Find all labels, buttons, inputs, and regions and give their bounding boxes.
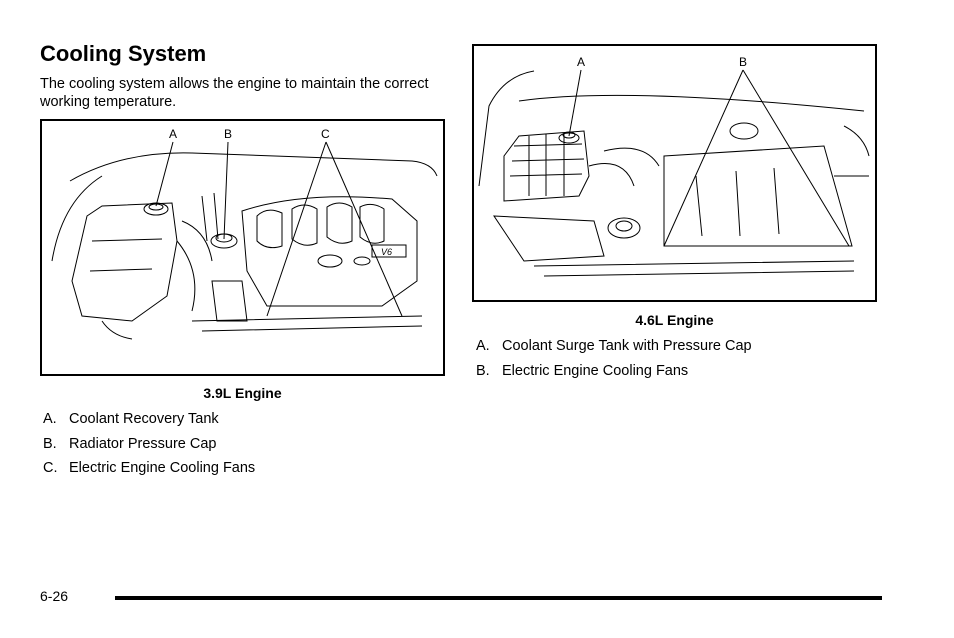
callout-label-a: A bbox=[169, 127, 177, 141]
callout-label-c: C bbox=[321, 127, 330, 141]
figure-caption-39: 3.9L Engine bbox=[203, 385, 282, 401]
callout-label-b: B bbox=[739, 55, 747, 69]
intro-paragraph: The cooling system allows the engine to … bbox=[40, 76, 429, 110]
callout-label-b: B bbox=[224, 127, 232, 141]
legend-item: A.Coolant Surge Tank with Pressure Cap bbox=[476, 338, 752, 354]
legend-item: B.Electric Engine Cooling Fans bbox=[476, 362, 689, 379]
footer-rule bbox=[115, 596, 882, 600]
page-title: Cooling System bbox=[40, 41, 207, 66]
legend-item: B.Radiator Pressure Cap bbox=[43, 435, 217, 452]
engine-46-illustration: A B bbox=[472, 44, 877, 302]
callout-label-a: A bbox=[577, 55, 585, 69]
legend-46: A.Coolant Surge Tank with Pressure Cap B… bbox=[476, 334, 752, 383]
engine-badge: V6 bbox=[381, 247, 392, 257]
legend-39: A.Coolant Recovery Tank B.Radiator Press… bbox=[43, 407, 255, 481]
engine-39-illustration: A B C V6 bbox=[40, 119, 445, 376]
legend-item: C.Electric Engine Cooling Fans bbox=[43, 460, 256, 476]
page-number: 6-26 bbox=[40, 588, 69, 604]
legend-item: A.Coolant Recovery Tank bbox=[43, 411, 219, 427]
figure-caption-46: 4.6L Engine bbox=[635, 312, 714, 328]
